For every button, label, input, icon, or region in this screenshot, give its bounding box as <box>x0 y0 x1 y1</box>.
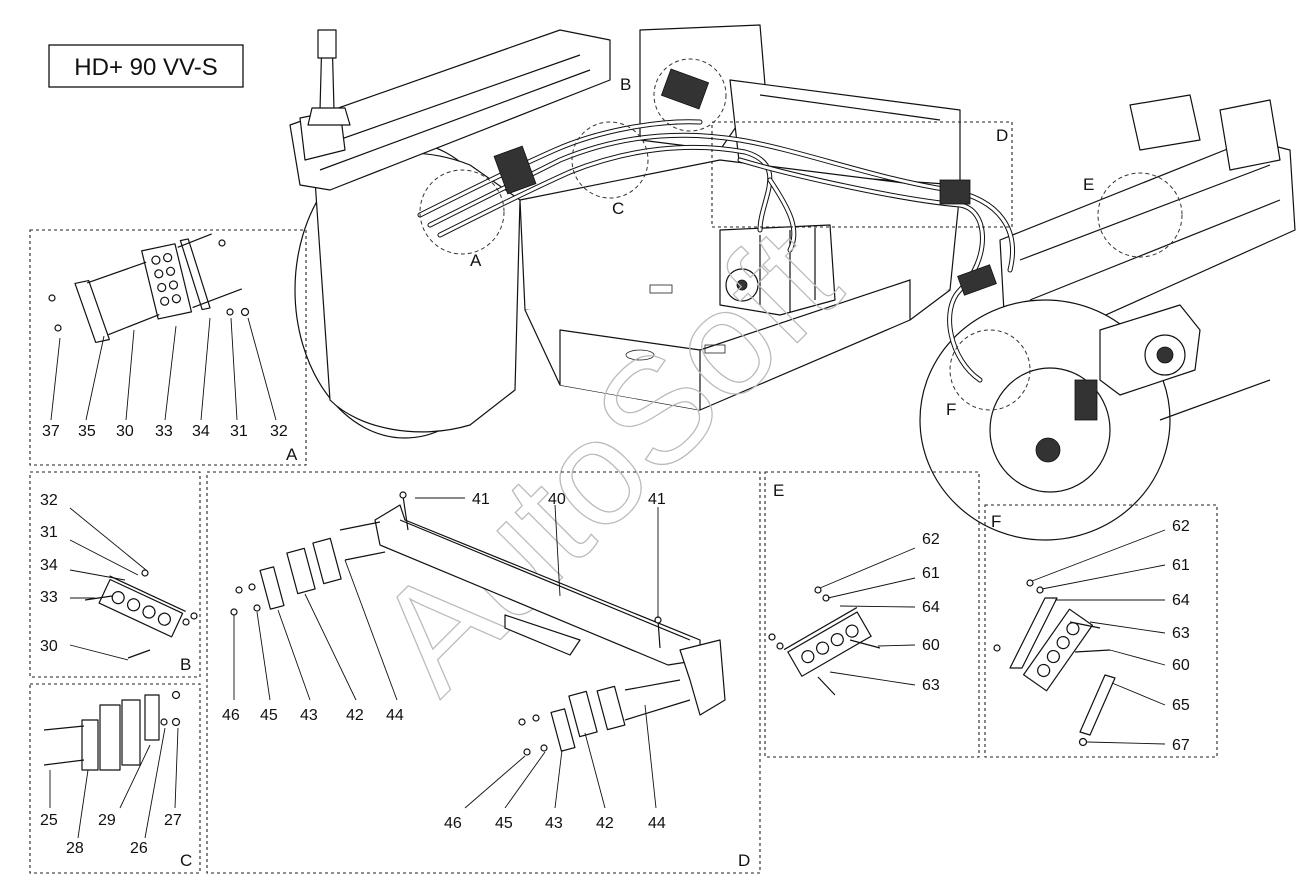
detail-panel-a: 37 35 30 33 34 31 32 A <box>29 229 307 466</box>
part-label-d-43-lower: 43 <box>545 815 563 832</box>
part-label-a-37: 37 <box>42 423 60 440</box>
detail-panel-d: 41 40 41 46 45 43 42 44 46 45 43 42 44 D <box>206 471 761 874</box>
part-label-e-60: 60 <box>922 637 940 654</box>
part-label-d-44-upper: 44 <box>386 707 404 724</box>
detail-panel-f: 62 61 64 63 60 65 67 F <box>984 504 1218 758</box>
part-label-d-46-lower: 46 <box>444 815 462 832</box>
part-label-e-63: 63 <box>922 677 940 694</box>
part-label-d-43-upper: 43 <box>300 707 318 724</box>
part-label-d-42-lower: 42 <box>596 815 614 832</box>
hydraulic-hoses <box>417 119 1015 383</box>
model-title: HD+ 90 VV-S <box>48 44 244 88</box>
part-label-f-61: 61 <box>1172 557 1190 574</box>
part-label-e-62: 62 <box>922 531 940 548</box>
panel-letter-c: C <box>180 851 192 870</box>
detail-marker-a: A <box>470 251 482 270</box>
part-label-c-28: 28 <box>66 840 84 857</box>
part-label-b-34: 34 <box>40 557 58 574</box>
part-label-c-25: 25 <box>40 812 58 829</box>
part-label-b-31: 31 <box>40 524 58 541</box>
part-label-d-45-upper: 45 <box>260 707 278 724</box>
part-label-a-35: 35 <box>78 423 96 440</box>
part-label-d-46-upper: 46 <box>222 707 240 724</box>
part-label-c-29: 29 <box>98 812 116 829</box>
detail-marker-b: B <box>620 75 631 94</box>
part-label-b-30: 30 <box>40 638 58 655</box>
part-label-f-65: 65 <box>1172 697 1190 714</box>
part-label-a-30: 30 <box>116 423 134 440</box>
part-label-b-33: 33 <box>40 589 58 606</box>
part-label-f-67: 67 <box>1172 737 1190 754</box>
part-label-d-45-lower: 45 <box>495 815 513 832</box>
part-label-d-44-lower: 44 <box>648 815 666 832</box>
model-title-text: HD+ 90 VV-S <box>74 54 217 81</box>
machine-overview: A B C D E F <box>289 24 1296 541</box>
detail-panel-e: 62 61 64 60 63 E <box>764 471 980 758</box>
detail-marker-d: D <box>996 126 1008 145</box>
part-label-a-31: 31 <box>230 423 248 440</box>
part-label-d-41-right: 41 <box>648 491 666 508</box>
part-label-f-60: 60 <box>1172 657 1190 674</box>
detail-marker-e: E <box>1083 175 1094 194</box>
part-label-a-34: 34 <box>192 423 210 440</box>
part-label-d-40: 40 <box>548 491 566 508</box>
part-label-b-32: 32 <box>40 492 58 509</box>
panel-letter-f: F <box>991 512 1001 531</box>
part-label-e-61: 61 <box>922 565 940 582</box>
detail-marker-c: C <box>612 199 624 218</box>
panel-letter-a: A <box>286 445 298 464</box>
detail-marker-f: F <box>946 400 956 419</box>
part-label-a-33: 33 <box>155 423 173 440</box>
part-label-a-32: 32 <box>270 423 288 440</box>
part-label-c-26: 26 <box>130 840 148 857</box>
panel-letter-e: E <box>773 481 784 500</box>
detail-panel-b: 32 31 34 33 30 B <box>29 471 201 678</box>
part-label-c-27: 27 <box>164 812 182 829</box>
part-label-f-63: 63 <box>1172 625 1190 642</box>
part-label-f-64: 64 <box>1172 592 1190 609</box>
detail-panel-c: 25 28 29 26 27 C <box>29 683 201 874</box>
part-label-d-41-left: 41 <box>472 491 490 508</box>
part-label-f-62: 62 <box>1172 518 1190 535</box>
part-label-e-64: 64 <box>922 599 940 616</box>
part-label-d-42-upper: 42 <box>346 707 364 724</box>
panel-letter-b: B <box>180 655 191 674</box>
panel-letter-d: D <box>738 851 750 870</box>
